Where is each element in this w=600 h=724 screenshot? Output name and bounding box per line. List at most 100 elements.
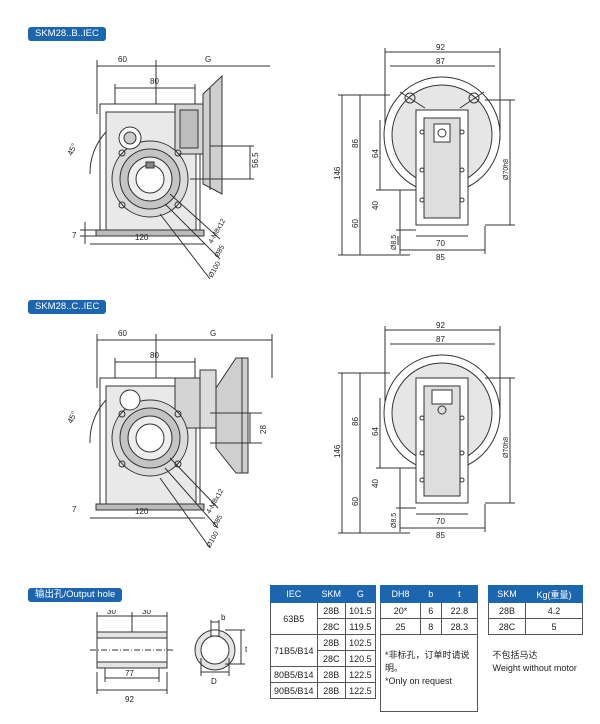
table-row: 不包括马达 Weight without motor — [489, 635, 583, 712]
dim-out-b: b — [221, 613, 226, 622]
dim-8-5-dia: Ø8.5 — [391, 235, 398, 250]
output-hole-title: 输出孔/Output hole — [28, 588, 123, 602]
table-row: 28B 4.2 — [488, 602, 584, 619]
dim-7-c: 7 — [72, 505, 77, 514]
dim-92-c: 92 — [436, 321, 445, 330]
table-row: 28C 120.5 — [271, 650, 376, 667]
dim-86: 86 — [351, 139, 360, 148]
weight-note: 不包括马达 Weight without motor — [489, 635, 583, 712]
dim-7: 7 — [72, 231, 77, 240]
dim-45-c: 45° — [66, 410, 79, 425]
iec-table: IEC SKM G 63B5 28B 101.5 28C 119.5 71B5/… — [270, 585, 376, 699]
table-row: 90B5/B14 28B 122.5 — [270, 682, 376, 699]
dim-80: 80 — [150, 77, 159, 86]
bore-note: *非标孔，订单时请说明。 *Only on request — [380, 634, 478, 712]
kg-header: Kg(重量) — [524, 585, 584, 603]
drawing-b-side-view: 60 G 80 56.5 45° 7 120 4-M8x12 Ø85 Ø100 — [66, 55, 270, 280]
b-cell: 8 — [419, 618, 442, 635]
dim-64: 64 — [371, 149, 380, 158]
dim-120-c: 120 — [135, 507, 149, 516]
skm-cell: 28C — [316, 650, 347, 667]
dim-146-c: 146 — [333, 444, 342, 458]
table-row: 80B5/B14 28B 122.5 — [270, 666, 376, 683]
section-c-title: SKM28..C..IEC — [28, 300, 107, 314]
dim-out-92: 92 — [125, 695, 134, 704]
dim-60: 60 — [118, 55, 127, 64]
dim-28-c: 28 — [259, 425, 268, 434]
drawing-c-side-view: 60 G 80 28 45° 7 120 4-M8x12 Ø85 Ø100 — [66, 329, 273, 549]
dim-92: 92 — [436, 43, 445, 52]
dim-85-c: 85 — [436, 531, 445, 540]
dim-85: 85 — [436, 253, 445, 262]
table-row: 28C 119.5 — [271, 618, 376, 635]
dim-120: 120 — [135, 233, 149, 242]
dim-out-30-b: 30 — [142, 610, 151, 616]
skm-cell: 28B — [316, 602, 347, 619]
dim-70: 70 — [436, 239, 445, 248]
skm-header: SKM — [316, 585, 347, 603]
dim-80-c: 80 — [150, 351, 159, 360]
dim-70-dia-c: Ø70h8 — [503, 437, 510, 458]
dim-4m8: 4-M8x12 — [208, 218, 228, 245]
dim-85-dia: Ø85 — [214, 244, 227, 259]
dim-146: 146 — [333, 166, 342, 180]
skm-weight-header: SKM — [488, 585, 526, 603]
drawing-output-hole: 30 30 77 92 b t D — [90, 610, 248, 704]
dim-out-t: t — [245, 645, 248, 654]
bore-note-en: *Only on request — [385, 676, 453, 686]
g-cell: 102.5 — [345, 634, 376, 651]
dim-85-dia-c: Ø85 — [212, 514, 225, 529]
bore-note-cn: *非标孔，订单时请说明。 — [385, 650, 470, 673]
g-cell: 122.5 — [345, 666, 376, 683]
dh8-header: DH8 — [380, 585, 421, 603]
iec-cell: 63B5 — [270, 602, 318, 635]
b-header: b — [419, 585, 442, 603]
g-cell: 122.5 — [345, 682, 376, 699]
dim-56-5: 56.5 — [251, 152, 260, 168]
b-cell: 6 — [419, 602, 442, 619]
table-row: 25 8 28.3 — [380, 618, 479, 635]
dim-out-30-a: 30 — [107, 610, 116, 616]
drawing-c-front-view: 92 87 146 86 64 40 60 Ø70h8 Ø8.5 70 85 — [333, 321, 515, 540]
dim-64-c: 64 — [371, 427, 380, 436]
skm-cell: 28B — [488, 602, 526, 619]
g-cell: 101.5 — [345, 602, 376, 619]
weight-table: SKM Kg(重量) 28B 4.2 28C 5 不包括马达 Weight wi… — [488, 585, 584, 712]
dim-87: 87 — [436, 57, 445, 66]
table-row: 28C 5 — [488, 618, 584, 635]
weight-note-en: Weight without motor — [492, 663, 577, 673]
table-row: 63B5 28B 101.5 — [270, 602, 376, 635]
dh8-cell: 25 — [380, 618, 421, 635]
kg-cell: 5 — [524, 618, 584, 635]
weight-note-cn: 不包括马达 — [492, 650, 538, 660]
iec-cell: 71B5/B14 — [270, 634, 318, 667]
iec-header: IEC — [270, 585, 318, 603]
skm-cell: 28B — [316, 682, 347, 699]
dim-87-c: 87 — [436, 335, 445, 344]
skm-cell: 28B — [316, 634, 347, 651]
section-b-title: SKM28..B..IEC — [28, 27, 106, 41]
t-cell: 22.8 — [440, 602, 479, 619]
dim-70-dia: Ø70h8 — [503, 159, 510, 180]
dim-60-c: 60 — [118, 329, 127, 338]
table-row: *非标孔，订单时请说明。 *Only on request — [380, 634, 478, 712]
t-header: t — [440, 585, 479, 603]
dim-40-c: 40 — [371, 479, 380, 488]
table-row: 71B5/B14 28B 102.5 — [270, 634, 376, 667]
dim-4m8-c: 4-M8x12 — [206, 488, 226, 515]
dim-100-dia: Ø100 — [208, 261, 223, 279]
dim-100-dia-c: Ø100 — [206, 531, 221, 549]
table-row: 20* 6 22.8 — [380, 602, 479, 619]
g-header: G — [345, 585, 376, 603]
dim-out-77: 77 — [125, 669, 134, 678]
dim-g-c: G — [210, 329, 216, 338]
dim-70-c: 70 — [436, 517, 445, 526]
kg-cell: 4.2 — [524, 602, 584, 619]
dim-86-c: 86 — [351, 417, 360, 426]
bore-table: DH8 b t 20* 6 22.8 25 8 28.3 *非标孔，订单时请说明… — [380, 585, 479, 712]
g-cell: 120.5 — [345, 650, 376, 667]
g-cell: 119.5 — [345, 618, 376, 635]
skm-cell: 28C — [488, 618, 526, 635]
iec-cell: 80B5/B14 — [270, 666, 318, 683]
dim-8-5-dia-c: Ø8.5 — [391, 513, 398, 528]
